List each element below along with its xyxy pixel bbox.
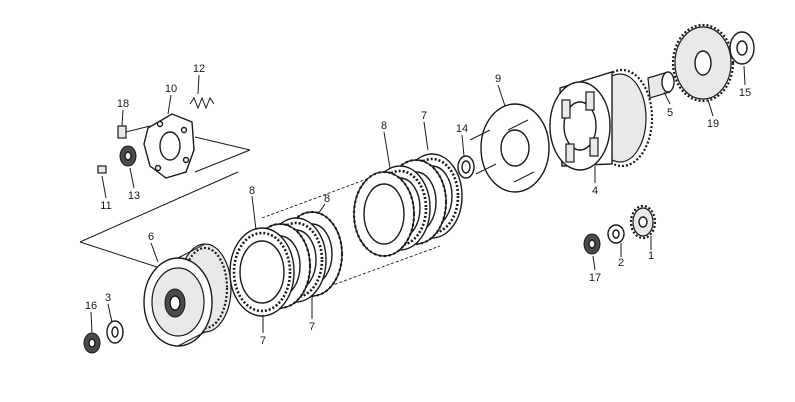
part-1-drive-gear <box>629 204 657 240</box>
group-boundary-left <box>79 136 251 269</box>
callout-19: 19 <box>707 118 719 130</box>
part-11-rod-end <box>97 165 107 174</box>
callout-4: 4 <box>592 185 598 197</box>
part-6-clutch-center <box>143 243 232 347</box>
part-5-bushing <box>647 71 675 99</box>
callout-14: 14 <box>456 123 468 135</box>
part-15-washer <box>729 31 755 65</box>
callout-3: 3 <box>105 292 111 304</box>
part-14-washer <box>457 155 475 179</box>
part-17-nut <box>583 233 601 255</box>
part-18-bolt <box>117 125 151 139</box>
callout-2: 2 <box>618 257 624 269</box>
callout-6: 6 <box>148 231 154 243</box>
callout-15: 15 <box>739 87 751 99</box>
callout-5: 5 <box>667 107 673 119</box>
callout-16: 16 <box>85 300 97 312</box>
callout-7b: 7 <box>309 321 315 333</box>
left-plate-stack <box>229 210 344 317</box>
callout-11: 11 <box>100 200 111 212</box>
callout-13: 13 <box>128 190 140 202</box>
group-boundary-right <box>261 175 441 287</box>
callout-8b: 8 <box>249 185 255 197</box>
callout-8c: 8 <box>324 193 330 205</box>
callout-1: 1 <box>648 250 654 262</box>
callout-7a: 7 <box>260 335 266 347</box>
callout-17: 17 <box>589 272 601 284</box>
callout-18: 18 <box>117 98 129 110</box>
part-9-damper-plate <box>469 103 550 193</box>
callout-7c: 7 <box>421 110 427 122</box>
callout-12: 12 <box>193 63 205 75</box>
callout-10: 10 <box>165 83 177 95</box>
part-10-lifter-plate <box>143 113 195 179</box>
part-13-bearing <box>119 145 137 167</box>
part-16-nut <box>83 332 101 354</box>
leader-lines <box>90 65 746 334</box>
part-2-washer <box>607 224 625 244</box>
part-19-gear <box>671 23 735 103</box>
callout-8a: 8 <box>381 120 387 132</box>
part-3-washer <box>106 320 124 344</box>
right-plate-stack <box>352 153 463 258</box>
callout-9: 9 <box>495 73 501 85</box>
part-4-clutch-basket <box>549 68 654 171</box>
part-12-spring <box>189 96 215 110</box>
callout-labels: 1 2 3 4 5 6 7 7 7 8 8 8 9 10 11 12 13 14… <box>85 63 751 347</box>
